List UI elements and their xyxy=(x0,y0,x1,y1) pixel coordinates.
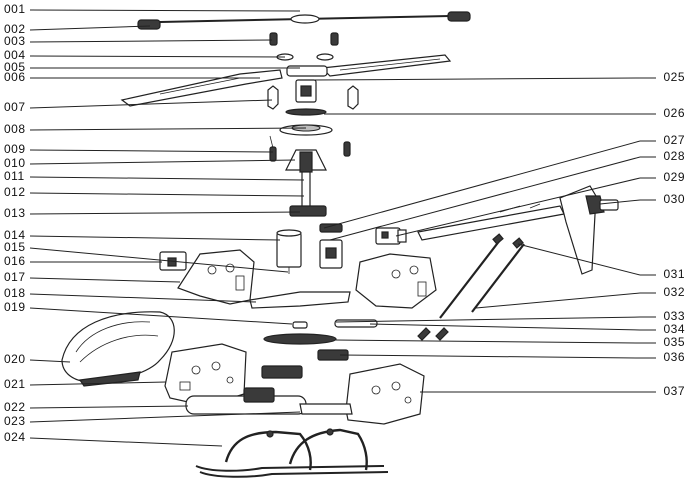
part-label-019: 019 xyxy=(4,300,26,314)
part-label-013: 013 xyxy=(4,206,26,220)
part-label-003: 003 xyxy=(4,34,26,48)
part-label-009: 009 xyxy=(4,142,26,156)
leader-line-004 xyxy=(29,55,286,58)
leader-line-021 xyxy=(29,381,167,386)
tail-assembly xyxy=(417,185,619,275)
part-label-007: 007 xyxy=(4,100,26,114)
part-label-031: 031 xyxy=(663,267,685,281)
part-label-032: 032 xyxy=(663,285,685,299)
leader-line-002 xyxy=(29,25,151,31)
part-label-017: 017 xyxy=(4,270,26,284)
tail-struts xyxy=(439,233,525,319)
part-label-022: 022 xyxy=(4,400,26,414)
canopy xyxy=(61,311,175,387)
leader-line-033 xyxy=(335,316,641,323)
upper-left-frame-plate xyxy=(177,249,255,305)
helicopter-parts xyxy=(61,11,619,478)
leader-line-029 xyxy=(395,177,641,237)
upper-right-frame-plate xyxy=(355,253,437,309)
part-label-021: 021 xyxy=(4,377,26,391)
leader-line-036 xyxy=(339,354,641,359)
leader-line-023 xyxy=(29,411,301,423)
part-label-015: 015 xyxy=(4,240,26,254)
part-label-012: 012 xyxy=(4,185,26,199)
leader-line-028 xyxy=(329,156,641,241)
part-label-004: 004 xyxy=(4,48,26,62)
flybar-part xyxy=(137,11,471,30)
part-label-027: 027 xyxy=(663,133,685,147)
part-label-025: 025 xyxy=(663,70,685,84)
leader-line-034 xyxy=(369,323,641,331)
part-label-023: 023 xyxy=(4,414,26,428)
part-label-018: 018 xyxy=(4,286,26,300)
part-label-026: 026 xyxy=(663,106,685,120)
upper-linkages xyxy=(269,32,339,61)
part-label-034: 034 xyxy=(663,322,685,336)
part-label-029: 029 xyxy=(663,170,685,184)
part-label-028: 028 xyxy=(663,149,685,163)
leader-lines xyxy=(29,9,656,447)
part-label-001: 001 xyxy=(4,2,26,16)
leader-line-001 xyxy=(29,9,301,12)
center-servos xyxy=(319,223,407,269)
leader-line-025 xyxy=(311,77,641,81)
part-label-024: 024 xyxy=(4,430,26,444)
part-label-005: 005 xyxy=(4,60,26,74)
base-plate-upper xyxy=(249,291,351,309)
part-label-006: 006 xyxy=(4,70,26,84)
part-label-035: 035 xyxy=(663,335,685,349)
battery-and-gearbox xyxy=(185,365,353,415)
part-label-030: 030 xyxy=(663,192,685,206)
part-label-002: 002 xyxy=(4,22,26,36)
part-label-036: 036 xyxy=(663,350,685,364)
leader-line-017 xyxy=(29,277,181,283)
part-label-014: 014 xyxy=(4,228,26,242)
lower-left-frame-plate xyxy=(164,343,247,407)
leader-line-022 xyxy=(29,405,189,409)
part-label-033: 033 xyxy=(663,309,685,323)
leader-line-015 xyxy=(29,247,289,273)
part-label-010: 010 xyxy=(4,156,26,170)
part-label-016: 016 xyxy=(4,254,26,268)
leader-line-035 xyxy=(334,339,641,344)
leader-line-030 xyxy=(599,199,641,205)
leader-line-019 xyxy=(29,307,293,325)
main-motor xyxy=(276,229,302,274)
leader-line-008 xyxy=(29,127,307,131)
landing-skid xyxy=(195,428,389,478)
part-label-008: 008 xyxy=(4,122,26,136)
part-label-037: 037 xyxy=(663,384,685,398)
leader-line-007 xyxy=(29,99,273,109)
main-shaft-assembly xyxy=(285,149,327,217)
leader-line-013 xyxy=(29,211,301,215)
lower-right-frame-plate xyxy=(345,363,425,425)
leader-line-032 xyxy=(475,292,641,309)
leader-line-003 xyxy=(29,39,273,43)
leader-line-014 xyxy=(29,235,281,241)
leader-line-011 xyxy=(29,176,305,181)
leader-line-027 xyxy=(323,140,641,229)
main-blades xyxy=(120,54,452,107)
leader-line-024 xyxy=(29,437,223,447)
leader-line-020 xyxy=(29,359,71,363)
leader-line-010 xyxy=(29,159,296,165)
leader-line-012 xyxy=(29,192,305,197)
part-label-011: 011 xyxy=(4,169,25,183)
leader-line-018 xyxy=(29,293,257,303)
part-label-020: 020 xyxy=(4,352,26,366)
leader-line-009 xyxy=(29,149,274,153)
leader-line-031 xyxy=(517,243,641,276)
